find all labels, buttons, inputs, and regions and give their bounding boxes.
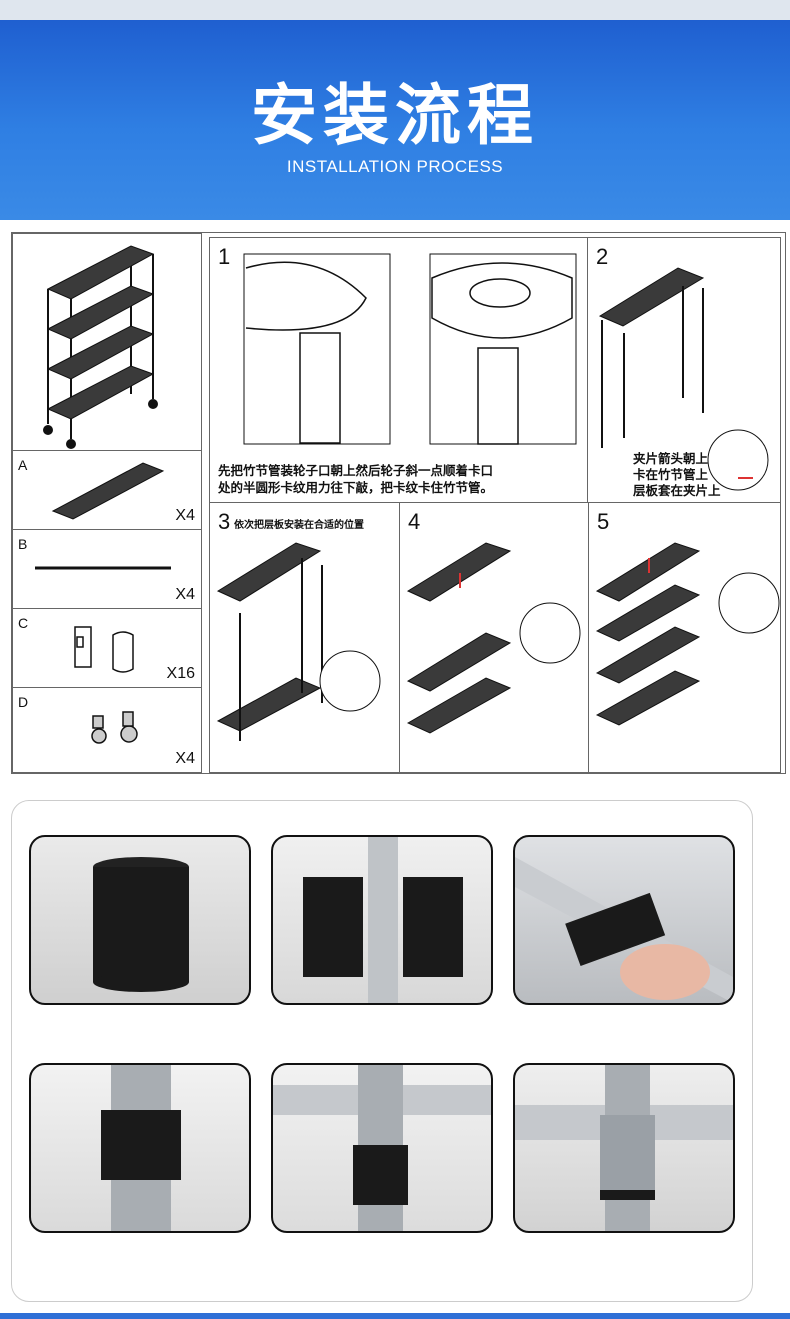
part-a-label: A [18, 457, 28, 473]
part-d-qty: X4 [175, 750, 195, 767]
photo-hand-clip [513, 835, 735, 1005]
clip-illustration [74, 626, 134, 673]
part-c-panel: C X16 [12, 608, 202, 688]
split-clip-on-pole-icon [303, 837, 463, 1003]
part-b-label: B [18, 536, 28, 552]
photo-shelf-clip [271, 1063, 493, 1233]
step-3-caption: 依次把层板安装在合适的位置 [234, 520, 364, 531]
step-3-panel: 3 依次把层板安装在合适的位置 [209, 502, 400, 773]
part-d-panel: D X4 [12, 687, 202, 773]
step-3-number: 3 [218, 509, 231, 534]
shelf-collar-seated-icon [515, 1065, 733, 1231]
part-b-panel: B X4 [12, 529, 202, 609]
top-strip [0, 0, 790, 20]
shelf-assembly-step3-illustration [216, 542, 381, 741]
pole-illustration [35, 566, 171, 570]
page-title: 安装流程 [251, 77, 539, 154]
clip-placement-illustration [598, 267, 769, 491]
step-2-number: 2 [596, 244, 609, 269]
photo-split-clip [271, 835, 493, 1005]
page-subtitle: INSTALLATION PROCESS [286, 157, 504, 176]
step-5-panel: 5 [588, 502, 781, 773]
step-2-caption-line2: 卡在竹节管上 [633, 467, 709, 482]
part-a-qty: X4 [175, 507, 195, 524]
shelf-on-clip-icon [273, 1065, 491, 1231]
photo-clip-pole [29, 1063, 251, 1233]
step-2-caption-line1: 夹片箭头朝上 [633, 451, 709, 466]
part-d-label: D [18, 694, 29, 710]
black-sleeve-clip-icon [93, 857, 189, 992]
caster-wheel-illustration [91, 711, 138, 744]
step-1-caption-line1: 先把竹节管装轮子口朝上然后轮子斜一点顺着卡口 [218, 463, 494, 478]
step-4-panel: 4 [399, 502, 589, 773]
step-1-number: 1 [218, 244, 231, 269]
product-photo-grid [11, 800, 753, 1302]
clip-on-chrome-pole-icon [101, 1065, 181, 1231]
step-5-number: 5 [597, 509, 610, 534]
bottom-bar [0, 1313, 790, 1319]
part-c-label: C [18, 615, 29, 631]
shelf-overview-panel [12, 233, 202, 451]
part-a-panel: A X4 [12, 450, 202, 530]
title-banner: 安装流程 INSTALLATION PROCESS [0, 20, 790, 220]
caster-insert-illustration [243, 253, 577, 445]
step-1-panel: 1 先把竹节管装轮子口朝上然后轮子斜一点顺着卡口 处的半圆形卡纹用力往下敲，把卡… [209, 237, 588, 503]
photo-sleeve-clip [29, 835, 251, 1005]
shelf-unit-illustration [43, 245, 158, 449]
shelf-panel-illustration [51, 462, 165, 520]
photo-shelf-seated [513, 1063, 735, 1233]
part-c-qty: X16 [166, 665, 195, 682]
step-2-caption-line3: 层板套在夹片上 [633, 483, 721, 498]
shelf-assembly-step5-illustration [595, 542, 780, 726]
part-b-qty: X4 [175, 586, 195, 603]
shelf-assembly-step4-illustration [406, 542, 581, 734]
step-4-number: 4 [408, 509, 421, 534]
step-2-panel: 2 夹片箭头朝上 卡在竹节管上 层板套在夹片上 [587, 237, 781, 503]
step-1-caption-line2: 处的半圆形卡纹用力往下敲，把卡纹卡住竹节管。 [218, 480, 494, 495]
instruction-diagram: A X4 B X4 C X16 D X4 [11, 232, 786, 774]
hand-fitting-clip-icon [515, 857, 733, 1003]
